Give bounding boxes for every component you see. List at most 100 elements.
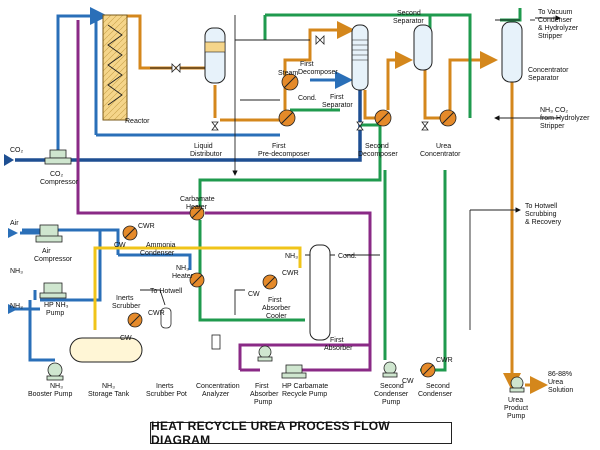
second-condenser-pump: [382, 361, 398, 378]
first-decomposer-exchanger: [281, 73, 299, 91]
inerts-scrubber-pot: [160, 307, 172, 329]
hp-carbamate-label-1: HP Carbamate: [282, 383, 328, 390]
to-hotwell-scrub-label-1: To Hotwell: [525, 203, 558, 210]
cw-label-4: CW: [402, 378, 414, 385]
co2-label: CO₂: [10, 147, 24, 154]
first-absorber-label-2: Absorber: [324, 345, 353, 352]
nh3-booster-label-2: Booster Pump: [28, 391, 72, 398]
first-absorber-cooler-label-2: Absorber: [262, 305, 291, 312]
concentration-analyzer: [211, 334, 221, 350]
second-separator-label-2: Separator: [393, 18, 424, 25]
hp-nh3-pump: [39, 282, 67, 299]
first-absorber-pump-label-1: First: [255, 383, 269, 390]
co2-compressor-label-2: Compressor: [40, 179, 79, 186]
nh3-heater-label-1: NH₃: [176, 265, 189, 272]
first-absorber-cooler-label-3: Cooler: [266, 313, 287, 320]
nh3co2-label-3: Stripper: [540, 123, 565, 130]
inerts-scrubber-label-2: Scrubber: [112, 303, 141, 310]
co2-feed-line: [4, 85, 362, 166]
first-predecomposer-label-1: First: [272, 143, 286, 150]
inerts-scrubber-exchanger: [127, 312, 143, 328]
first-predecomposer-exchanger: [278, 109, 296, 127]
urea-concentrator-exchanger: [439, 109, 457, 127]
cw-label-2: CW: [120, 335, 132, 342]
first-absorber-cooler-label-1: First: [268, 297, 282, 304]
carbamate-lines: [76, 20, 372, 372]
urea-solution-label-2: Urea: [548, 379, 563, 386]
diagram-title: HEAT RECYCLE UREA PROCESS FLOW DIAGRAM: [150, 419, 452, 447]
urea-solution-label-1: 86-88%: [548, 371, 572, 378]
nh3-storage-label-2: Storage Tank: [88, 391, 130, 398]
to-vacuum-label-2: Condenser: [538, 17, 573, 24]
absorber-cooler-line: [234, 289, 245, 315]
to-hotwell-scrub-label-2: Scrubbing: [525, 211, 557, 218]
second-decomposer-label-1: Second: [365, 143, 389, 150]
nh3-label-b: NH₃: [10, 303, 23, 310]
nh3-label-a: NH₃: [10, 268, 23, 275]
liquid-distributor: [204, 27, 226, 84]
inerts-pot-label-1: Inerts: [156, 383, 174, 390]
concentrator-separator: [501, 21, 523, 83]
cond-label: Cond.: [298, 95, 317, 102]
urea-concentrator-label-2: Concentrator: [420, 151, 461, 158]
to-vacuum-label-1: To Vacuum: [538, 9, 573, 16]
reactor: [102, 14, 128, 121]
nh3-heater-exchanger: [189, 272, 205, 288]
hp-nh3-pump-label-2: Pump: [46, 310, 64, 317]
first-separator-label-2: Separator: [322, 102, 353, 109]
carbamate-heater-label-2: Heater: [186, 204, 208, 211]
air-compressor: [35, 224, 63, 243]
ammonia-lines: [20, 7, 353, 362]
cw-label-1: CW: [114, 242, 126, 249]
concentrator-separator-label-2: Separator: [528, 75, 559, 82]
liquid-distributor-label-1: Liquid: [194, 143, 213, 150]
first-decomposer-label-1: First: [300, 61, 314, 68]
to-hotwell-scrub-label-3: & Recovery: [525, 219, 562, 226]
co2-compressor-label-1: CO₂: [50, 171, 64, 178]
air-compressor-label-2: Compressor: [34, 256, 73, 263]
second-condenser-exchanger: [420, 362, 436, 378]
ammonia-condenser-label-1: Ammonia: [146, 242, 176, 249]
first-absorber-label-1: First: [330, 337, 344, 344]
nh3-arrow: [8, 304, 18, 314]
cwr-label-3: CWR: [282, 270, 299, 277]
air-compressor-label-1: Air: [42, 248, 51, 255]
steam-label: Steam: [278, 70, 298, 77]
urea-concentrator-label-1: Urea: [436, 143, 451, 150]
cw-label-3: CW: [248, 291, 260, 298]
hp-carbamate-label-2: Recycle Pump: [282, 391, 327, 398]
nh3co2-label-2: from Hydrolyzer: [540, 115, 590, 122]
nh3-storage-tank: [69, 337, 143, 363]
to-hotwell-label: To Hotwell: [150, 288, 183, 295]
nh3-booster-pump: [46, 362, 64, 381]
inerts-line: [93, 246, 302, 330]
nh3-booster-label-1: NH₃: [50, 383, 63, 390]
to-vacuum-label-3: & Hydrolyzer: [538, 25, 579, 32]
cwr-label-1: CWR: [138, 223, 155, 230]
recycle-lines: [198, 8, 522, 372]
carbamate-heater-exchanger: [189, 205, 205, 221]
air-arrow: [8, 228, 18, 238]
first-separator: [351, 24, 369, 91]
first-separator-label-1: First: [330, 94, 344, 101]
inerts-scrubber-label-1: Inerts: [116, 295, 134, 302]
first-absorber-cooler-exchanger: [262, 274, 278, 290]
valves: [171, 35, 429, 131]
second-condenser-label-2: Condenser: [418, 391, 453, 398]
air-label: Air: [10, 220, 19, 227]
reactor-label: Reactor: [125, 118, 150, 125]
urea-product-pump: [509, 376, 525, 393]
cond-right-label: Cond.: [338, 253, 357, 260]
second-condenser-pump-label-2: Condenser: [374, 391, 409, 398]
nh3-storage-label-1: NH₃: [102, 383, 115, 390]
nh3co2-label-1: NH₃ CO₂: [540, 107, 568, 114]
first-absorber-pump-label-2: Absorber: [250, 391, 279, 398]
second-condenser-pump-label-3: Pump: [382, 399, 400, 406]
liquid-distributor-label-2: Distributor: [190, 151, 223, 158]
urea-product-label-3: Pump: [507, 413, 525, 420]
first-absorber: [309, 244, 331, 341]
conc-analyzer-label-2: Analyzer: [202, 391, 230, 398]
urea-product-label-2: Product: [504, 405, 528, 412]
